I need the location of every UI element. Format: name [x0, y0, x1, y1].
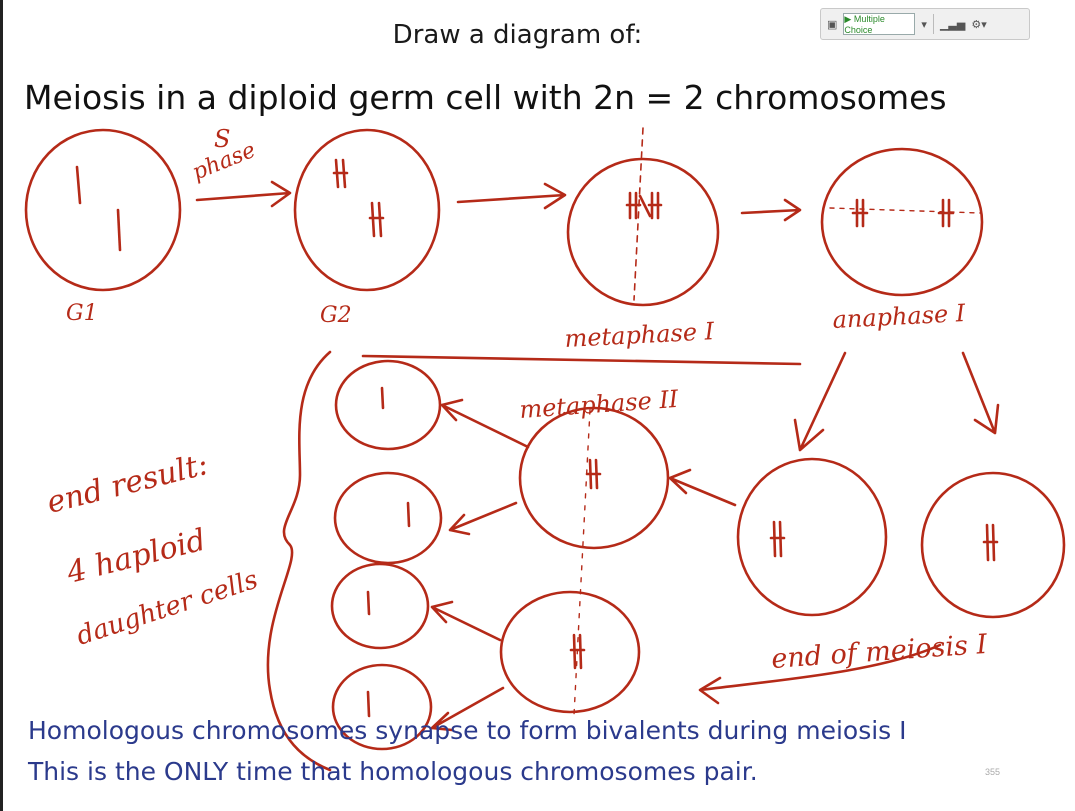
chromosome	[569, 633, 586, 670]
cell-g1	[24, 128, 182, 292]
footer-line-2: This is the ONLY time that homologous ch…	[28, 757, 758, 786]
arrow-to-daughter-3	[430, 600, 502, 642]
poll-toolbar: ▣ ▶ Multiple Choice ▾ ▁▃▅ ⚙▾	[820, 8, 1030, 40]
chromosome	[585, 458, 602, 490]
multiple-choice-button[interactable]: ▶ Multiple Choice	[843, 13, 916, 35]
daughter-cell-4	[331, 663, 433, 751]
daughter-cell-3	[330, 562, 430, 650]
metaphase-2-plate-line	[573, 409, 591, 716]
brace	[266, 350, 332, 772]
daughter-cell-2	[333, 471, 443, 565]
separating-chromosome	[851, 198, 869, 228]
slide-title: Meiosis in a diploid germ cell with 2n =…	[24, 78, 947, 117]
label-metaphase-1: metaphase I	[564, 317, 715, 353]
slide-subtitle: Draw a diagram of:	[392, 20, 643, 50]
cell-end-meiosis-1-right	[920, 471, 1066, 619]
sister-chromatids	[368, 201, 385, 238]
arrow-anaphase-down-right	[961, 351, 1000, 435]
toolbar-divider	[932, 14, 934, 34]
gear-icon[interactable]: ⚙▾	[971, 18, 987, 31]
chromosome	[380, 386, 385, 410]
chromosome	[982, 523, 999, 562]
label-s: S	[214, 125, 230, 153]
daughter-cell-1	[334, 359, 442, 451]
cell-g2	[293, 128, 441, 292]
arrow-metaphase1-to-anaphase1	[740, 198, 802, 222]
cell-metaphase-2-bottom	[499, 590, 641, 714]
chromosome	[116, 208, 122, 252]
footer-line-1: Homologous chromosomes synapse to form b…	[28, 716, 907, 745]
dropdown-icon[interactable]: ▾	[921, 18, 927, 31]
chromosome	[366, 590, 371, 616]
bivalent	[625, 191, 663, 220]
chromosome	[366, 690, 371, 718]
label-anaphase-1: anaphase I	[832, 299, 967, 334]
chromosome	[406, 501, 411, 528]
label-end-meiosis-1: end of meiosis I	[770, 629, 989, 675]
metaphase-plate-line	[633, 127, 644, 301]
cell-metaphase-1	[566, 157, 720, 307]
arrow-to-daughter-4	[430, 686, 505, 732]
label-end-result-1: end result:	[43, 447, 211, 521]
arrow-to-metaphase2-top	[668, 468, 737, 507]
cell-metaphase-2-top	[518, 406, 670, 550]
arrow-anaphase-down-left	[793, 351, 847, 452]
chromosome	[75, 165, 82, 205]
slide-number: 355	[985, 767, 1001, 777]
arrow-s-phase	[195, 180, 292, 208]
divider-line	[361, 354, 802, 366]
left-edge-bar	[0, 0, 3, 811]
arrow-to-daughter-2	[448, 501, 518, 536]
label-g1: G1	[66, 301, 98, 326]
presenter-icon[interactable]: ▣	[827, 18, 838, 31]
label-end-result-2: 4 haploid	[62, 523, 209, 591]
arrow-g2-to-metaphase1	[456, 182, 567, 210]
label-metaphase-2: metaphase II	[518, 385, 679, 424]
sister-chromatids	[332, 158, 349, 189]
cell-end-meiosis-1-left	[736, 457, 888, 617]
arrow-to-daughter-1	[440, 398, 530, 449]
bar-chart-icon[interactable]: ▁▃▅	[939, 18, 966, 31]
label-g2: G2	[320, 303, 352, 328]
separating-chromosome	[937, 198, 955, 228]
cell-anaphase-1	[820, 147, 984, 297]
chromosome	[769, 520, 786, 558]
arrow-end-to-bottom	[698, 643, 942, 705]
